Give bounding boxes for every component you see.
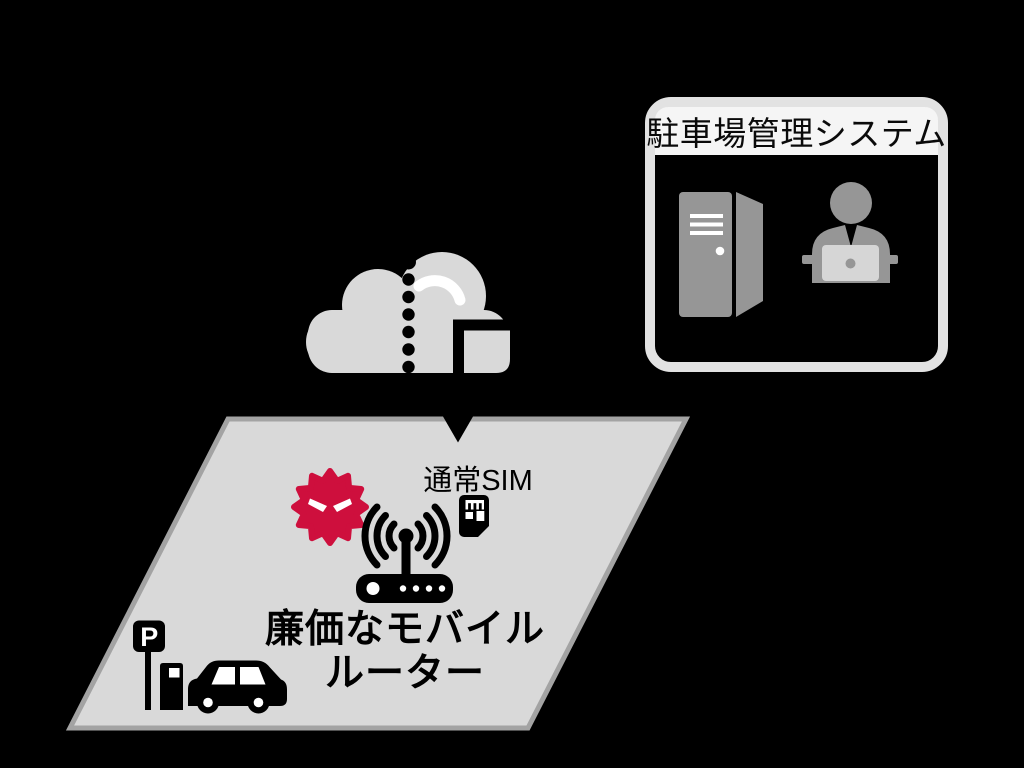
cloud-highlight-arc xyxy=(413,275,466,306)
malware-burst-icon xyxy=(291,468,369,546)
sim-label: 通常SIM xyxy=(423,465,533,497)
sim-card-icon xyxy=(459,495,489,537)
management-system-title: 駐車場管理システム xyxy=(646,107,946,155)
parking-sign-icon: P xyxy=(133,620,165,710)
antenna xyxy=(401,536,411,578)
wifi-router-icon xyxy=(356,503,453,603)
bent-down-arrow-icon xyxy=(443,319,516,443)
car-icon xyxy=(188,660,287,714)
parking-sign-plate xyxy=(133,620,165,652)
arrow-head xyxy=(443,416,473,443)
ticket-machine-slot xyxy=(169,668,180,678)
parking-lot-ground xyxy=(65,416,691,731)
router-label-line2: ルーター xyxy=(324,652,485,695)
laptop-logo-dot xyxy=(845,258,856,269)
car-rear-window xyxy=(211,667,235,685)
server-led xyxy=(715,246,725,256)
parking-sign-pole xyxy=(145,652,151,710)
ticket-machine-icon xyxy=(160,663,183,710)
parking-sign-letter: P xyxy=(140,622,158,652)
server-tower-icon xyxy=(679,192,763,317)
server-side xyxy=(736,192,763,317)
cloud-notch-block xyxy=(465,326,510,373)
arrow-shaft xyxy=(453,319,516,424)
car-front-window xyxy=(240,667,266,685)
operator-at-laptop-icon xyxy=(802,182,898,283)
dotted-link-line xyxy=(401,254,416,374)
malware-burst-body xyxy=(291,468,369,546)
operator-head xyxy=(830,182,872,224)
operator-left-hand xyxy=(802,255,815,264)
dotted-link-bite xyxy=(401,254,416,270)
router-label: 廉価なモバイル ルーター xyxy=(245,608,565,696)
malware-right-eye xyxy=(333,498,352,512)
management-system-box: 駐車場管理システム xyxy=(645,97,948,372)
malware-left-eye xyxy=(308,498,327,512)
router-label-line1: 廉価なモバイル xyxy=(264,608,545,651)
operator-right-hand xyxy=(885,255,898,264)
